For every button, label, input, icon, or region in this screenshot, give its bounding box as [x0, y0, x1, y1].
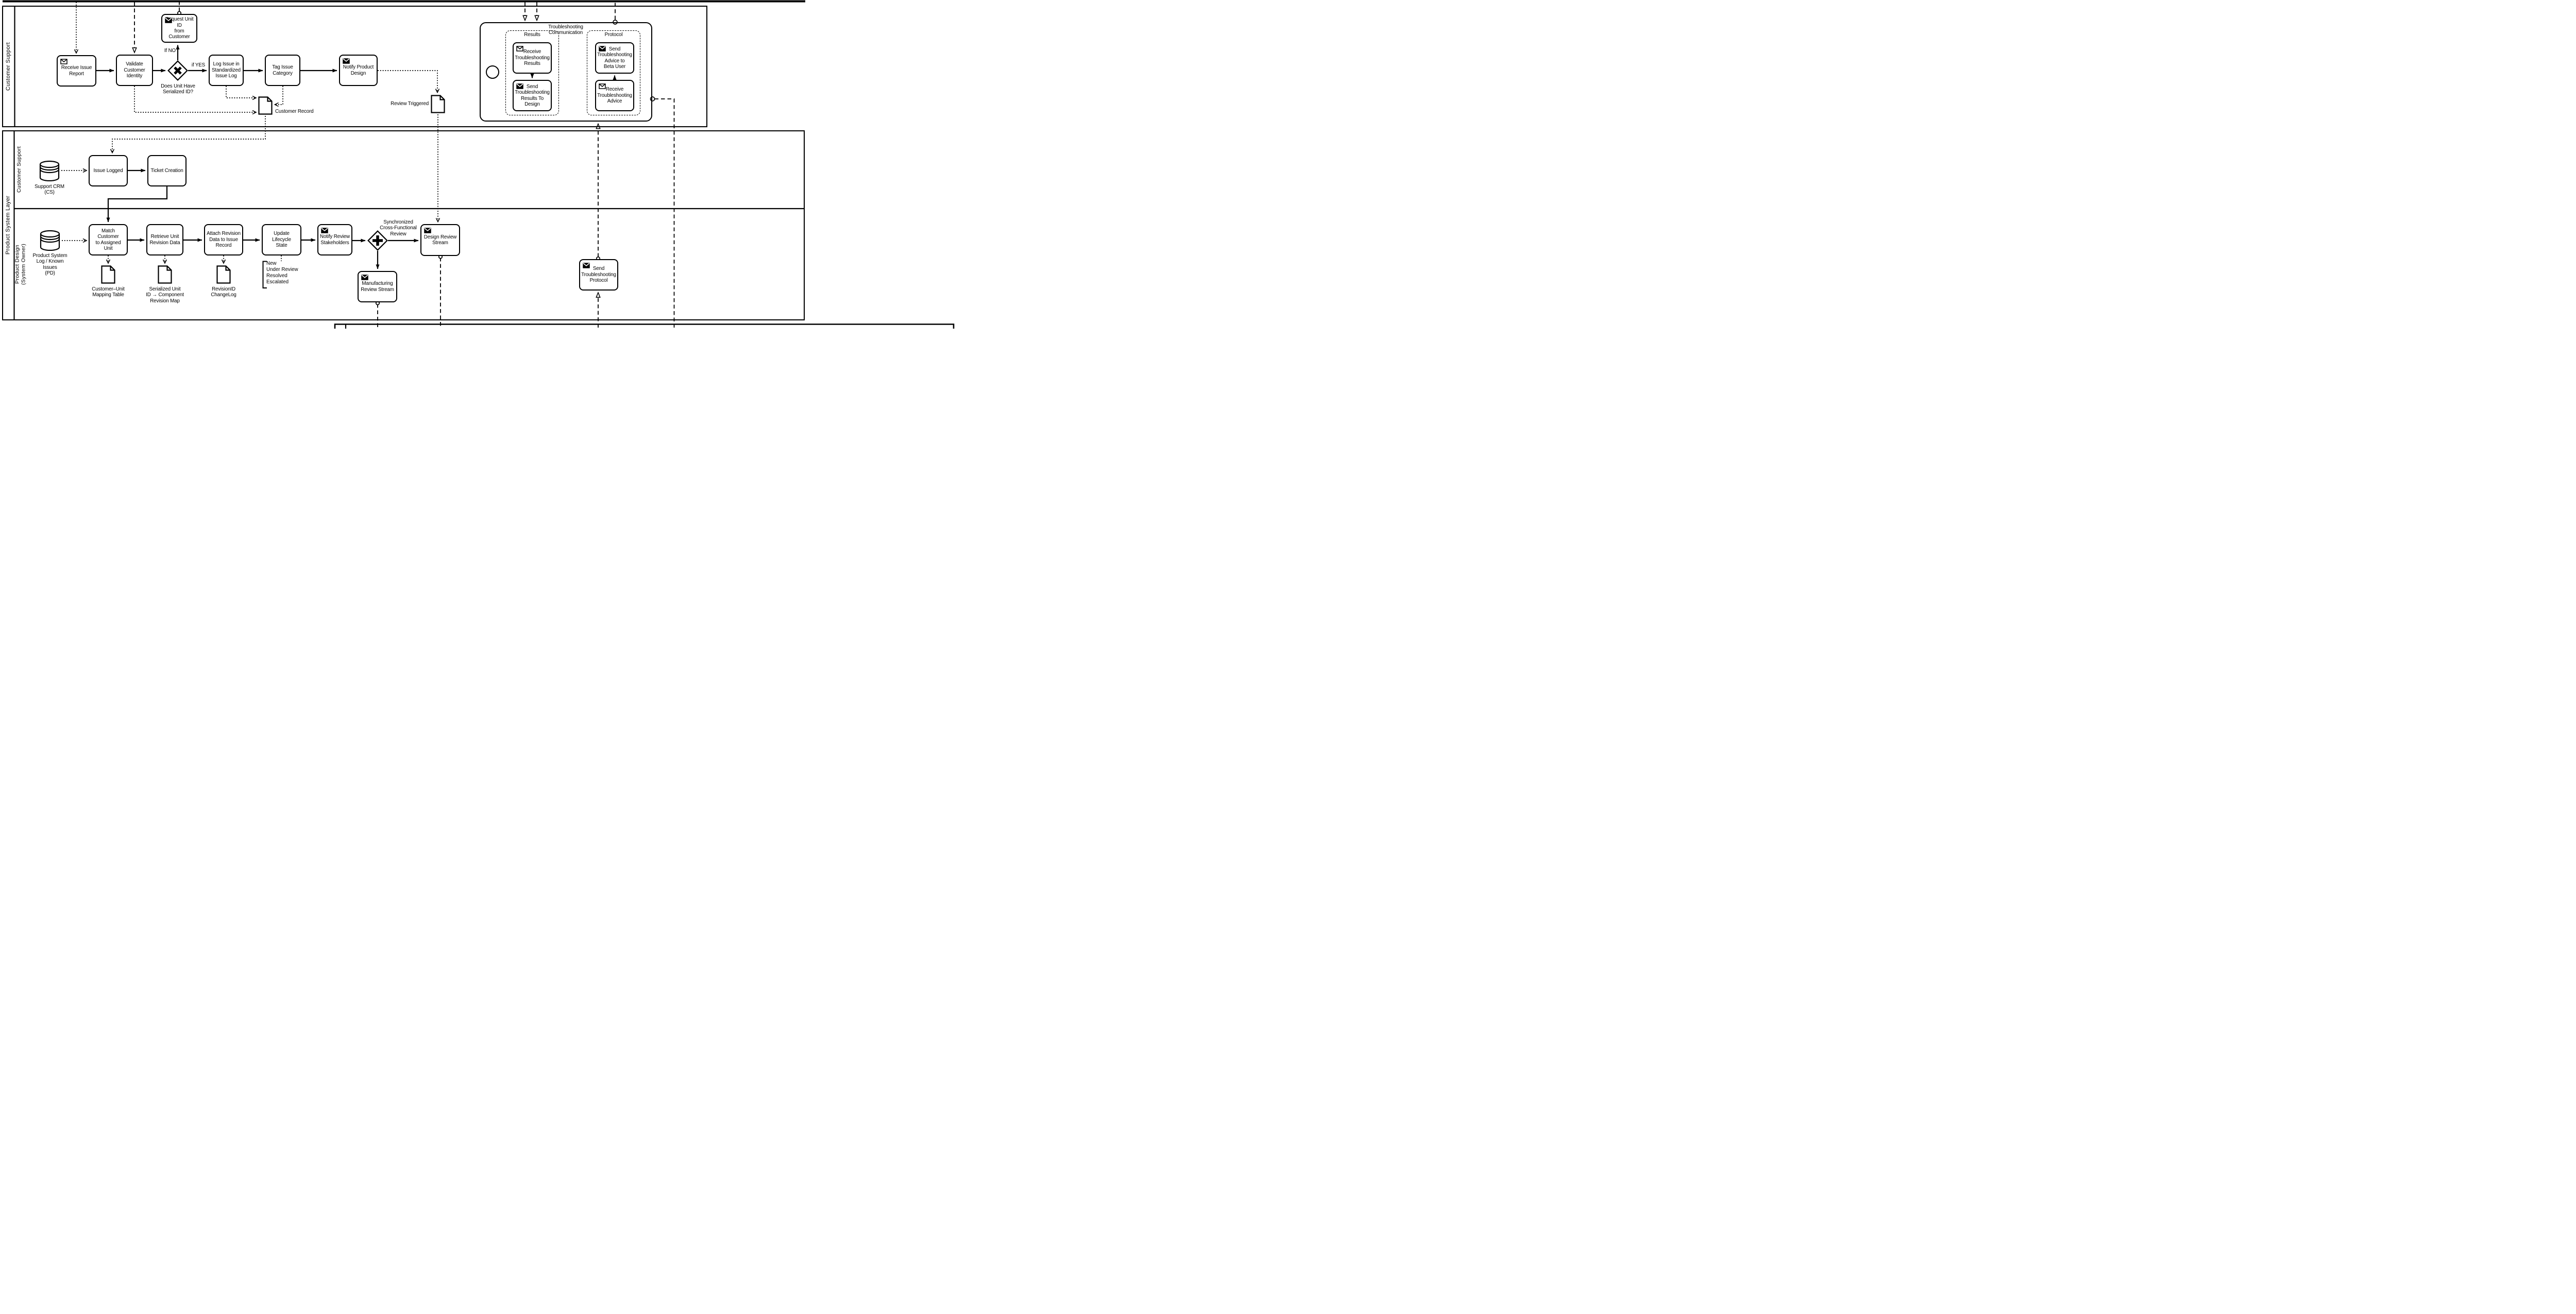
- task-label: Request Unit ID from Customer: [165, 16, 194, 40]
- task-label: Retrieve Unit Revision Data: [149, 234, 180, 246]
- group-protocol-label: Protocol: [604, 32, 623, 38]
- message-icon-filled: [321, 228, 328, 233]
- task-retrieve-unit[interactable]: Retrieve Unit Revision Data: [146, 224, 183, 255]
- task-send-troubleshooting-protocol[interactable]: Send Troubleshooting Protocol: [579, 259, 618, 291]
- x-marker-icon: [174, 66, 182, 75]
- message-icon-filled: [516, 83, 523, 89]
- task-notify-stakeholders[interactable]: Notify Review Stakeholders: [317, 224, 352, 255]
- task-ticket-creation[interactable]: Ticket Creation: [147, 155, 187, 186]
- message-icon-filled: [583, 263, 590, 268]
- task-label: Ticket Creation: [150, 167, 183, 174]
- pool-product-system-label: Product System Layer: [5, 195, 11, 255]
- pool-customer-support-label: Customer Support: [5, 42, 11, 91]
- subprocess-title: Troubleshooting Communication: [548, 24, 583, 36]
- task-label: Send Troubleshooting Results To Design: [515, 83, 550, 107]
- assoc-validate-to-record: [134, 86, 256, 112]
- annotation-bracket: [262, 261, 267, 288]
- state-resolved: Resolved: [266, 272, 287, 279]
- gateway-parallel[interactable]: [367, 230, 388, 251]
- review-triggered-label: Review Triggered: [391, 101, 429, 107]
- task-label: Receive Troubleshooting Advice: [597, 87, 632, 105]
- revision-changelog-label: RevisionID ChangeLog: [211, 286, 236, 298]
- task-manufacturing-review-stream[interactable]: Manufacturing Review Stream: [358, 271, 397, 302]
- task-receive-troubleshooting-advice[interactable]: Receive Troubleshooting Advice: [595, 80, 634, 111]
- plus-marker-icon: [372, 235, 383, 246]
- group-protocol[interactable]: [587, 30, 640, 115]
- task-label: Design Review Stream: [423, 234, 457, 246]
- state-under-review: Under Review: [266, 266, 298, 272]
- message-icon-filled: [361, 275, 368, 280]
- task-label: Receive Issue Report: [61, 65, 92, 77]
- start-event[interactable]: [486, 65, 499, 79]
- sync-review-label: Synchronized Cross-Functional Review: [380, 219, 417, 237]
- product-system-log-label: Product System Log / Known Issues (PD): [32, 253, 67, 277]
- task-issue-logged[interactable]: Issue Logged: [89, 155, 128, 186]
- data-object-serialized-map[interactable]: [158, 265, 172, 284]
- message-icon-filled: [343, 58, 350, 64]
- assoc-notify-to-reviewtriggered: [378, 70, 437, 93]
- task-request-unit-id[interactable]: Request Unit ID from Customer: [161, 14, 197, 43]
- data-object-review-triggered[interactable]: [431, 95, 445, 113]
- datastore-product-system-log[interactable]: [40, 230, 60, 251]
- support-crm-label: Support CRM (CS): [35, 184, 64, 196]
- task-label: Send Troubleshooting Advice to Beta User: [597, 46, 632, 70]
- task-label: Update Lifecycle State: [272, 231, 291, 249]
- bpmn-diagram: Customer Support Product System Layer Cu…: [0, 0, 955, 329]
- data-object-cu-mapping[interactable]: [101, 265, 115, 284]
- message-icon: [599, 83, 606, 89]
- task-update-lifecycle[interactable]: Update Lifecycle State: [262, 224, 301, 255]
- message-icon: [516, 46, 523, 52]
- group-results-label: Results: [524, 32, 540, 38]
- pool-customer-support[interactable]: [2, 6, 707, 127]
- message-icon-filled: [599, 46, 606, 52]
- task-send-advice-to-beta[interactable]: Send Troubleshooting Advice to Beta User: [595, 42, 634, 74]
- branch-yes-label: if YES: [191, 62, 206, 68]
- task-label: Attach Revision Data to Issue Record: [207, 231, 241, 249]
- message-icon-filled: [424, 228, 431, 233]
- task-label: Issue Logged: [93, 167, 123, 174]
- task-label: Match Customer to Assigned Unit: [95, 228, 121, 251]
- data-object-customer-record[interactable]: [258, 96, 273, 115]
- message-icon-filled: [165, 18, 172, 23]
- data-object-revision-changelog[interactable]: [216, 265, 231, 284]
- task-label: Receive Troubleshooting Results: [515, 49, 550, 67]
- task-receive-troubleshooting-results[interactable]: Receive Troubleshooting Results: [513, 42, 552, 74]
- task-label: Validate Customer Identity: [124, 61, 145, 79]
- task-match-customer[interactable]: Match Customer to Assigned Unit: [89, 224, 128, 255]
- lifecycle-states-annotation: New Under Review Resolved Escalated: [266, 261, 303, 285]
- task-label: Notify Product Design: [343, 64, 374, 76]
- state-escalated: Escalated: [266, 279, 289, 285]
- cu-mapping-label: Customer–Unit Mapping Table: [92, 286, 125, 298]
- subprocess-troubleshooting-communication[interactable]: [480, 22, 652, 122]
- group-results[interactable]: [505, 30, 559, 115]
- msg-subprocess-right-down: [654, 98, 675, 328]
- task-design-review-stream[interactable]: Design Review Stream: [420, 224, 460, 256]
- branch-no-label: If NO: [164, 48, 176, 54]
- message-icon: [60, 59, 67, 64]
- gateway-exclusive[interactable]: [167, 60, 188, 81]
- assoc-record-to-issuelogged: [112, 116, 266, 153]
- task-label: Log Issue in Standardized Issue Log: [212, 61, 241, 79]
- task-label: Send Troubleshooting Protocol: [581, 266, 616, 284]
- lane-customer-support-label: Customer Support: [16, 146, 22, 193]
- pool-product-system-layer[interactable]: [2, 130, 805, 320]
- task-notify-product-design[interactable]: Notify Product Design: [339, 55, 378, 86]
- task-log-issue[interactable]: Log Issue in Standardized Issue Log: [209, 55, 244, 86]
- connector-layer: [3, 0, 955, 329]
- task-send-results-to-design[interactable]: Send Troubleshooting Results To Design: [513, 80, 552, 111]
- task-label: Tag Issue Category: [272, 64, 293, 76]
- task-label: Notify Review Stakeholders: [320, 234, 350, 246]
- task-attach-revision[interactable]: Attach Revision Data to Issue Record: [204, 224, 243, 255]
- task-validate-customer-identity[interactable]: Validate Customer Identity: [116, 55, 153, 86]
- customer-record-label: Customer Record: [275, 109, 314, 114]
- task-receive-issue-report[interactable]: Receive Issue Report: [57, 55, 96, 87]
- flow-ticket-to-match: [106, 186, 168, 223]
- datastore-support-crm[interactable]: [39, 160, 60, 181]
- bottom-pool-edge: [334, 323, 955, 329]
- serialized-map-label: Serialized Unit ID → Component Revision …: [146, 286, 184, 304]
- task-tag-issue-category[interactable]: Tag Issue Category: [265, 55, 300, 86]
- task-label: Manufacturing Review Stream: [361, 281, 394, 293]
- gateway-question-label: Does Unit Have Serialized ID?: [161, 83, 195, 95]
- state-new: New: [266, 261, 277, 266]
